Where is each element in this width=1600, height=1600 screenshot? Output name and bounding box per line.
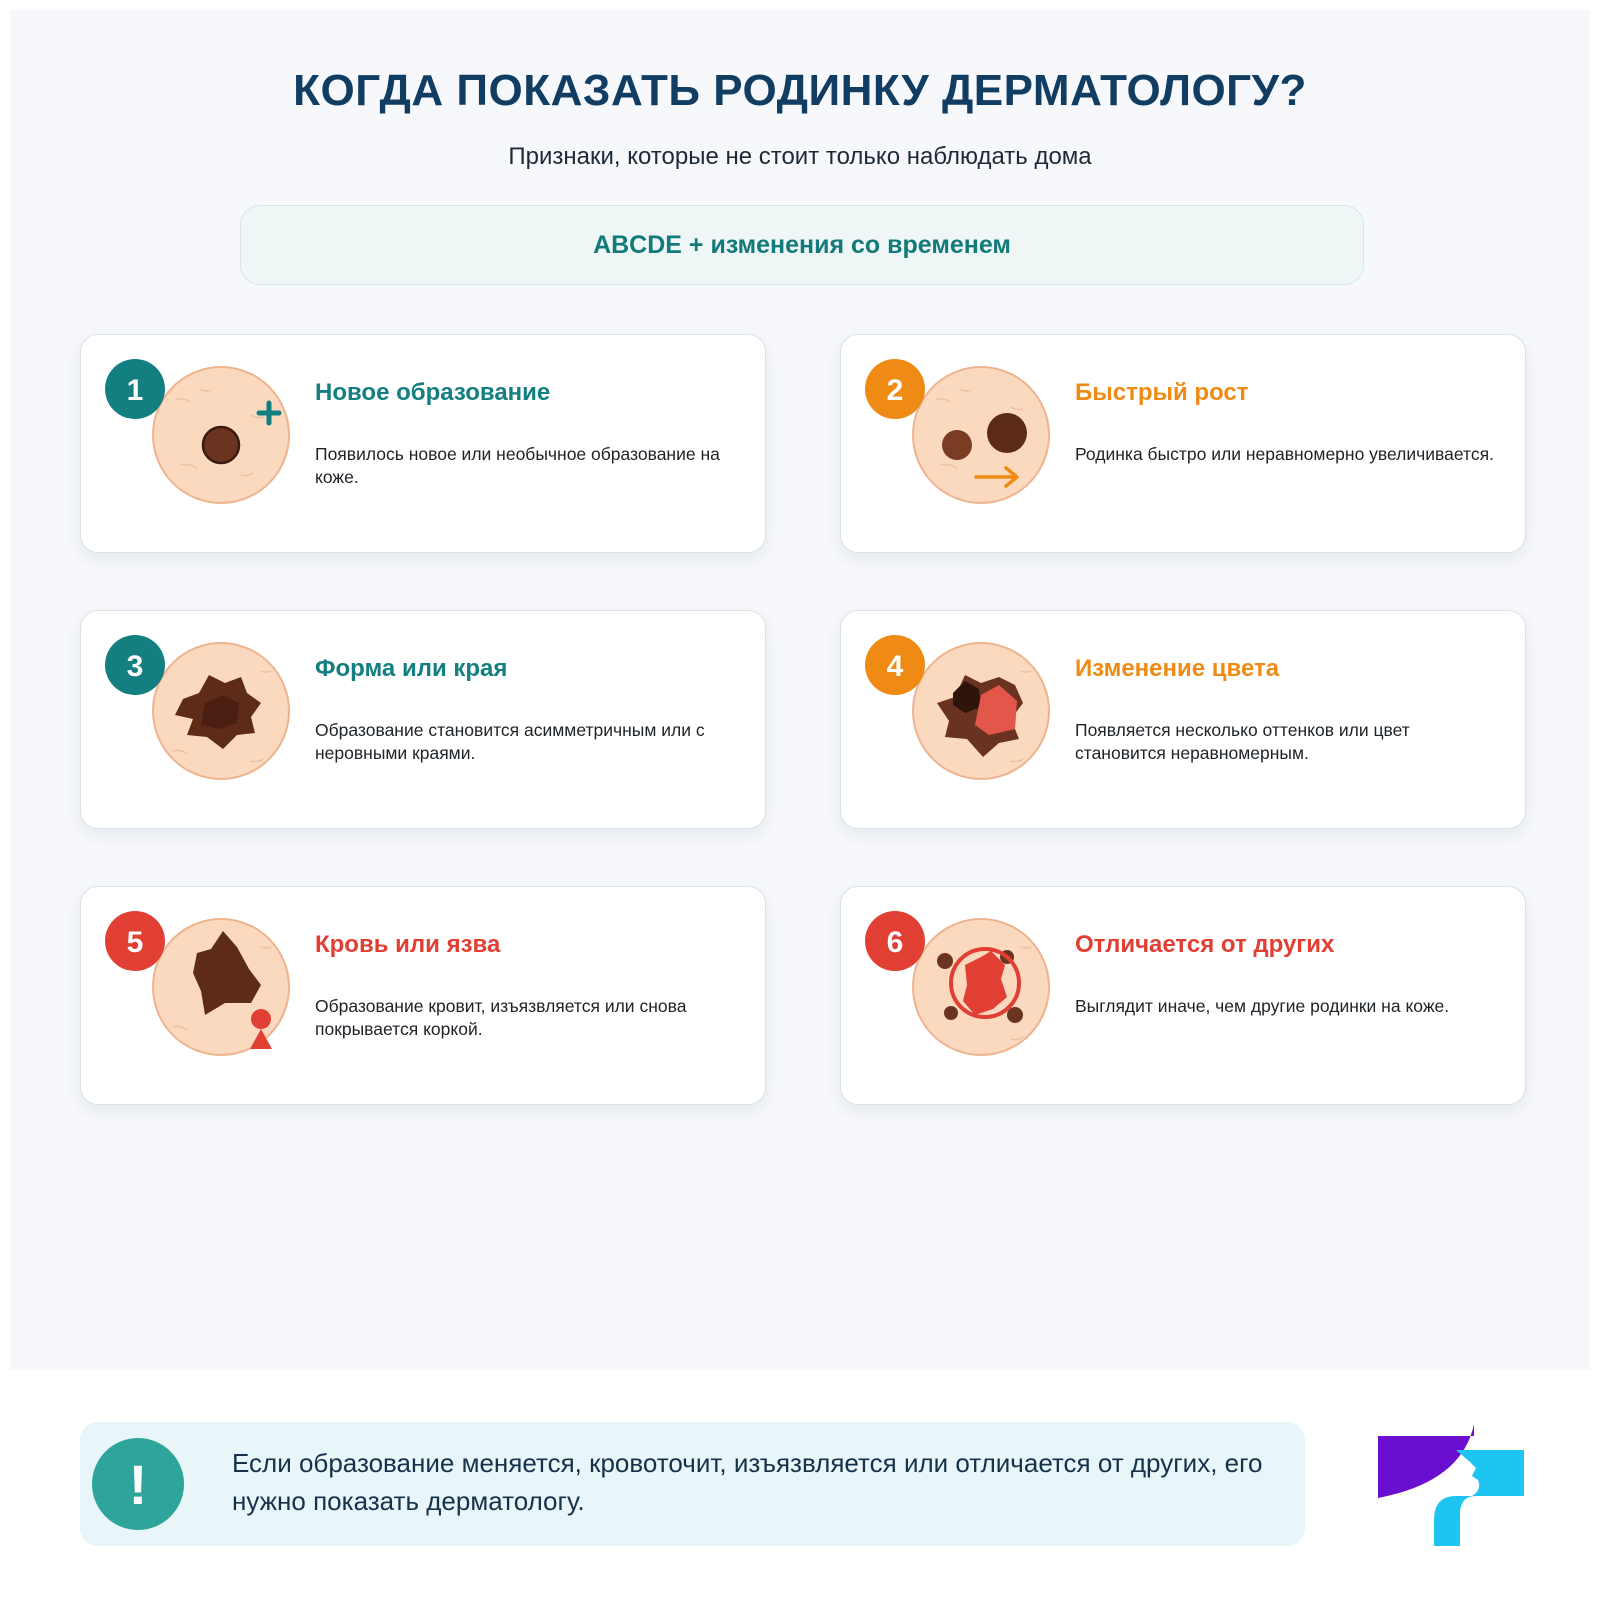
card-description: Родинка быстро или неравномерно увеличив… (1075, 444, 1494, 464)
page-title: КОГДА ПОКАЗАТЬ РОДИНКУ ДЕРМАТОЛОГУ? (293, 66, 1307, 115)
card-shape-borders: 3 Форма или края Образование становится … (80, 610, 766, 829)
card-title: Отличается от других (1075, 931, 1335, 958)
card-number: 6 (887, 926, 904, 959)
card-title: Форма или края (315, 655, 508, 682)
card-new-mole: 1 Новое образование Появилось новое или … (80, 334, 766, 553)
bleeding-icon: 5 (105, 911, 290, 1056)
new-mole-icon: 1 (105, 359, 290, 504)
color-change-icon: 4 (865, 635, 1050, 780)
brand-logo-icon (1378, 1424, 1524, 1546)
card-title: Изменение цвета (1075, 655, 1280, 682)
card-title: Кровь или язва (315, 931, 501, 958)
card-number: 1 (127, 374, 144, 407)
card-title: Быстрый рост (1075, 379, 1249, 406)
abcde-banner: ABCDE + изменения со временем (240, 205, 1364, 285)
irregular-border-icon: 3 (105, 635, 290, 780)
exclamation-icon: ! (92, 1438, 184, 1530)
card-description: Образование становится асимметричным или… (315, 720, 705, 763)
card-number: 2 (887, 374, 904, 407)
growth-icon: 2 (865, 359, 1050, 504)
card-number: 4 (887, 650, 904, 683)
card-fast-growth: 2 Быстрый рост Родинка быстро или неравн… (840, 334, 1526, 553)
banner-label: ABCDE + изменения со временем (593, 230, 1011, 259)
card-description: Выглядит иначе, чем другие родинки на ко… (1075, 996, 1450, 1016)
card-number: 5 (127, 926, 144, 959)
card-different: 6 Отличается от других Выглядит иначе, ч… (840, 886, 1526, 1105)
card-title: Новое образование (315, 379, 551, 406)
card-description: Появилось новое или необычное образовани… (315, 444, 720, 487)
page-subtitle: Признаки, которые не стоит только наблюд… (508, 143, 1092, 170)
card-blood-ulcer: 5 Кровь или язва Образование кровит, изъ… (80, 886, 766, 1105)
card-description: Появляется несколько оттенков или цвет с… (1075, 720, 1410, 763)
card-description: Образование кровит, изъязвляется или сно… (315, 996, 687, 1039)
warning-callout: ! Если образование меняется, кровоточит,… (80, 1422, 1305, 1546)
card-number: 3 (127, 650, 144, 683)
callout-text: Если образование меняется, кровоточит, и… (232, 1448, 1263, 1516)
card-color-change: 4 Изменение цвета Появляется несколько о… (840, 610, 1526, 829)
ugly-duckling-icon: 6 (865, 911, 1050, 1056)
